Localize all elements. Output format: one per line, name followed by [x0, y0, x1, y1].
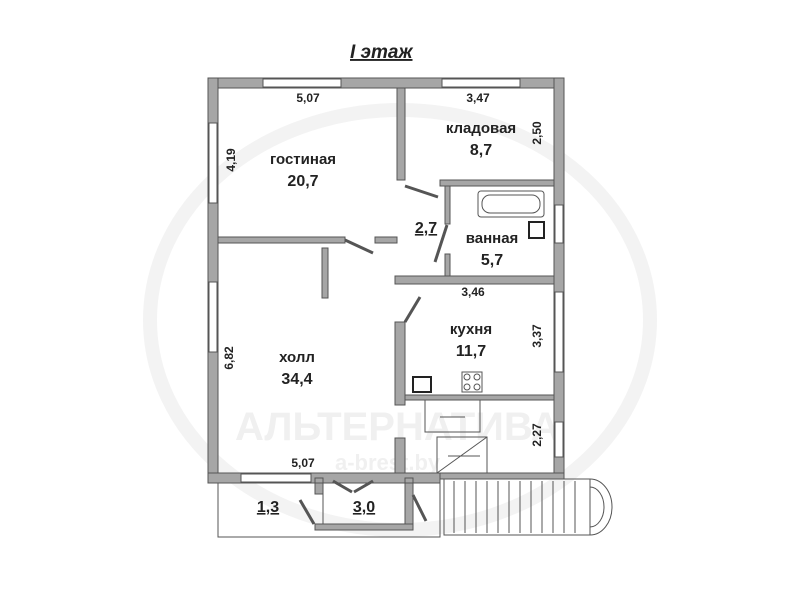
pantry-name: кладовая — [446, 120, 516, 137]
sink-icon — [528, 221, 545, 239]
exterior-stairs — [443, 478, 613, 536]
room-labels: гостиная 20,7 5,07 4,19 кладовая 8,7 3,4… — [222, 91, 544, 516]
kitchen-width: 3,46 — [461, 285, 485, 299]
porch — [217, 482, 441, 538]
vestibule-area: 3,0 — [353, 499, 375, 516]
pantry-depth: 2,50 — [530, 121, 544, 145]
hall-area: 34,4 — [281, 371, 312, 388]
inner-walls — [217, 87, 555, 531]
living-name: гостиная — [270, 151, 336, 168]
windows — [208, 78, 564, 483]
hall-width: 5,07 — [291, 456, 315, 470]
pantry-area: 8,7 — [470, 142, 492, 159]
stove-icon — [461, 371, 483, 393]
porch-area: 1,3 — [257, 499, 279, 516]
corridor-area: 2,7 — [415, 220, 437, 237]
hall-name: холл — [279, 349, 315, 366]
kitchen-name: кухня — [450, 321, 492, 338]
bathtub-icon — [477, 190, 545, 218]
kitchen-area: 11,7 — [456, 343, 486, 360]
bath-name: ванная — [466, 230, 519, 247]
living-width: 5,07 — [296, 91, 320, 105]
stair-depth: 2,27 — [530, 423, 544, 447]
kitchen-depth: 3,37 — [530, 324, 544, 348]
living-area: 20,7 — [287, 173, 318, 190]
kitchen-sink-icon — [412, 376, 432, 393]
pantry-width: 3,47 — [466, 91, 490, 105]
living-depth: 4,19 — [224, 148, 238, 172]
interior-stairs — [424, 399, 488, 474]
bath-area: 5,7 — [481, 252, 503, 269]
watermark-site: a-brest.by — [335, 450, 441, 475]
floor-title: I этаж — [350, 42, 414, 63]
fixtures — [412, 190, 545, 393]
hall-depth: 6,82 — [222, 346, 236, 370]
